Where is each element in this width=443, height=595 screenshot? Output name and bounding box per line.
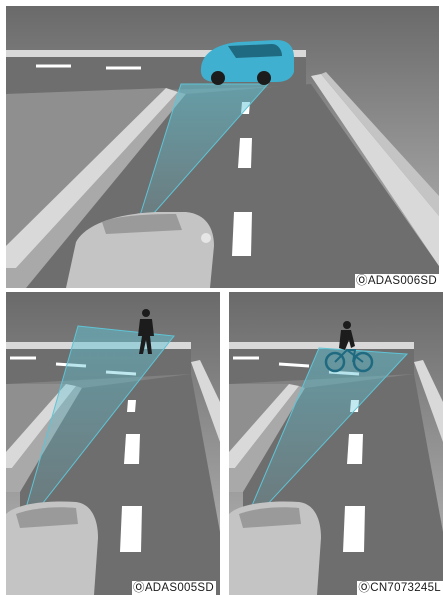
host-vehicle bbox=[6, 502, 98, 595]
circle-letter-o-icon: Ⓞ bbox=[133, 582, 145, 594]
scene-cyclist bbox=[229, 292, 443, 595]
scene-vehicle bbox=[6, 6, 439, 288]
figure-code-label: ⓄADAS006SD bbox=[355, 274, 439, 288]
figure-pedestrian-detection: ⓄADAS005SD bbox=[6, 292, 220, 595]
circle-letter-o-icon: Ⓞ bbox=[356, 275, 368, 287]
host-vehicle bbox=[229, 502, 321, 595]
figure-cyclist-detection: ⓄCN7073245L bbox=[229, 292, 443, 595]
scene-pedestrian bbox=[6, 292, 220, 595]
figure-vehicle-detection: ⓄADAS006SD bbox=[6, 6, 439, 288]
circle-letter-o-icon: Ⓞ bbox=[358, 582, 370, 594]
figure-code-label: ⓄADAS005SD bbox=[132, 581, 216, 595]
figure-code-label: ⓄCN7073245L bbox=[357, 581, 443, 595]
